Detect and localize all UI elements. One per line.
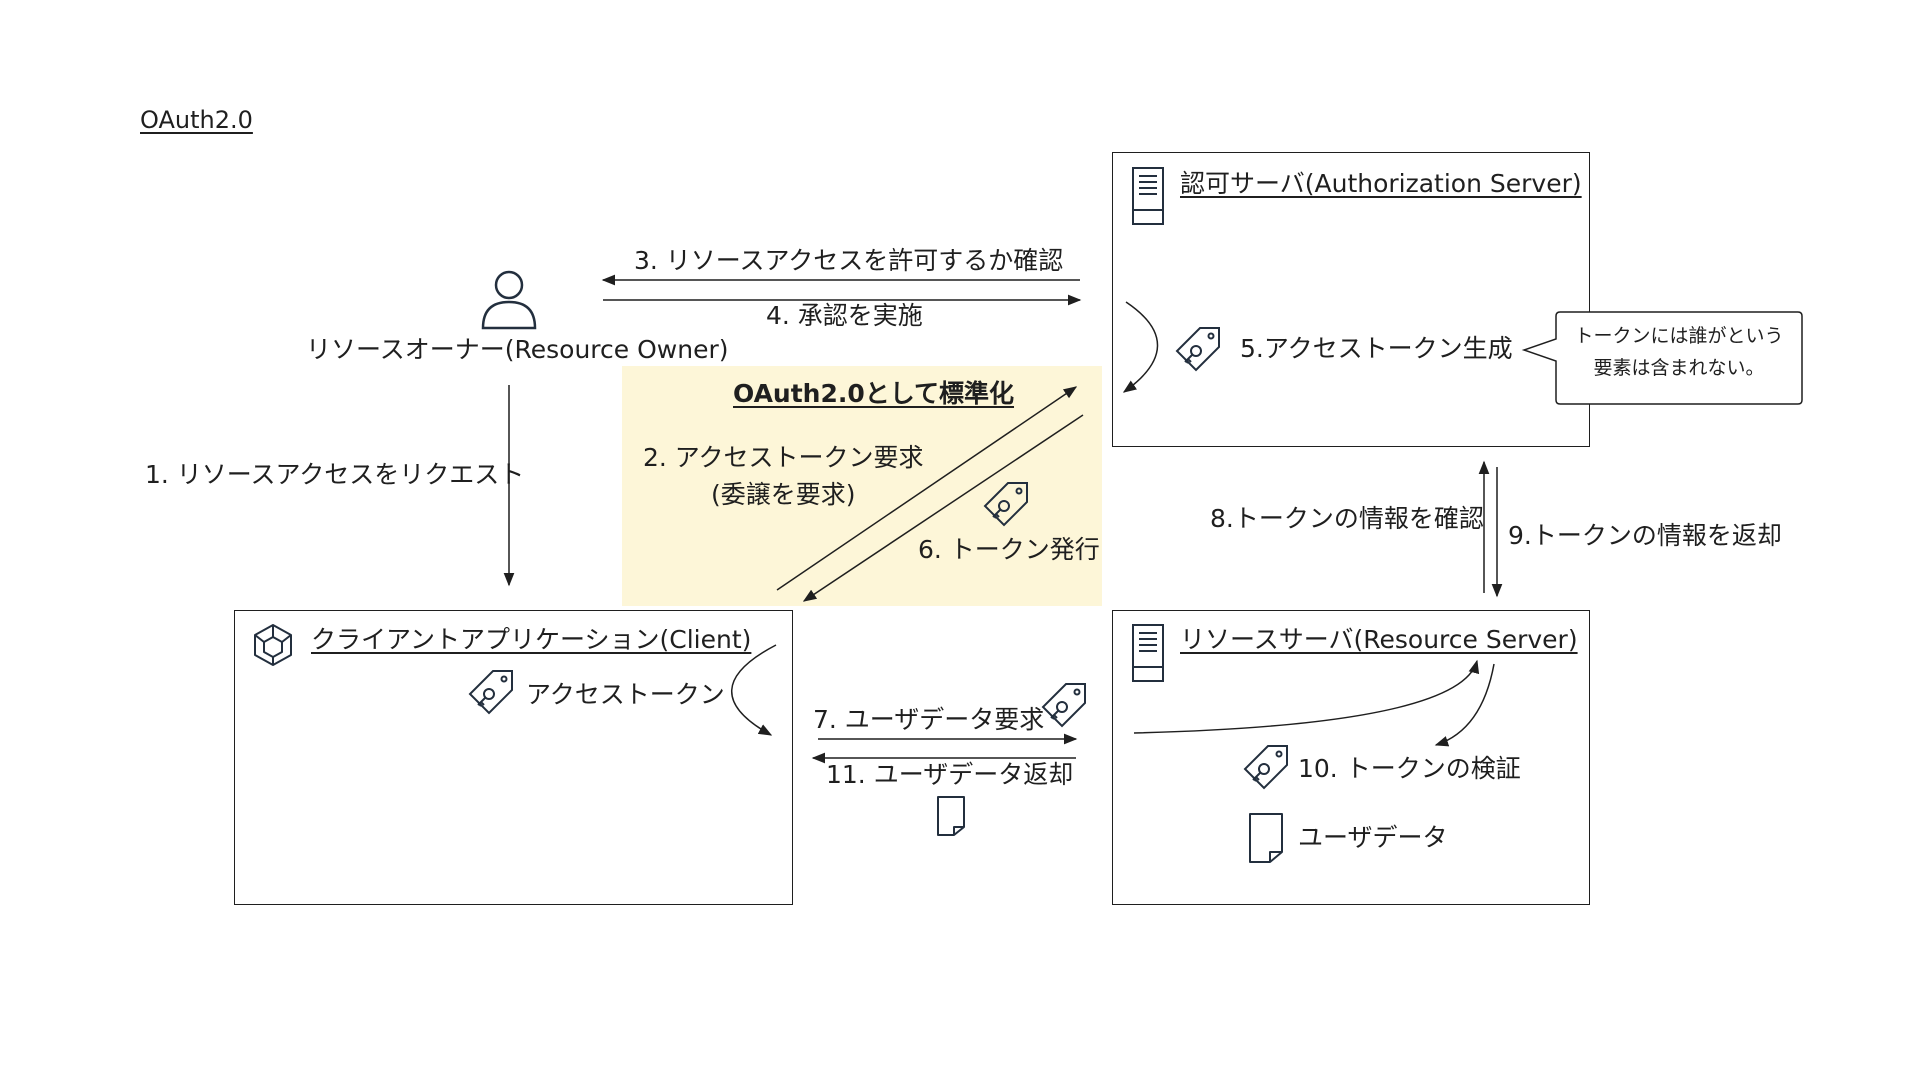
client-box: [234, 610, 793, 905]
step9-label: 9.トークンの情報を返却: [1508, 521, 1782, 550]
step6-label: 6. トークン発行: [918, 535, 1100, 564]
token-verify-label: 10. トークンの検証: [1298, 754, 1521, 783]
step11-label: 11. ユーザデータ返却: [826, 760, 1074, 789]
server-icon: [1132, 624, 1164, 682]
cube-icon: [254, 624, 292, 666]
arrow-client-token: [731, 644, 777, 736]
key-tag-icon: [1041, 683, 1086, 728]
callout-text: トークンには誰がという 要素は含まれない。: [1556, 320, 1802, 384]
key-tag-icon: [468, 670, 513, 715]
resource-server-box: [1112, 610, 1590, 905]
key-tag-icon: [1243, 745, 1288, 790]
arrow-resource-check: [1133, 659, 1480, 734]
document-icon: [937, 796, 965, 836]
key-tag-icon: [983, 482, 1028, 527]
server-icon: [1132, 167, 1164, 225]
arrow-step6: [802, 414, 1084, 602]
arrow-step5: [1122, 301, 1159, 393]
diagram-title: OAuth2.0: [140, 106, 253, 134]
step7-label: 7. ユーザデータ要求: [813, 705, 1045, 734]
authorization-server-box: [1112, 152, 1590, 447]
document-icon: [1249, 813, 1283, 863]
callout-line-1: トークンには誰がという: [1574, 325, 1784, 347]
arrow-step2: [776, 386, 1078, 591]
arrow-step10: [1434, 663, 1495, 747]
user-data-label: ユーザデータ: [1298, 823, 1448, 852]
client-access-token-label: アクセストークン: [526, 680, 725, 709]
oauth-standard-area: [622, 366, 1102, 606]
step1-label: 1. リソースアクセスをリクエスト: [145, 460, 525, 489]
callout-bubble: [1521, 311, 1803, 405]
resource-owner-label: リソースオーナー(Resource Owner): [306, 335, 729, 364]
token-generation-label: 5.アクセストークン生成: [1240, 334, 1513, 363]
step4-label: 4. 承認を実施: [766, 301, 923, 330]
callout-line-2: 要素は含まれない。: [1593, 357, 1765, 379]
client-label: クライアントアプリケーション(Client): [311, 625, 752, 654]
step3-label: 3. リソースアクセスを許可するか確認: [634, 246, 1064, 275]
step2-label: 2. アクセストークン要求: [643, 443, 924, 472]
step8-label: 8.トークンの情報を確認: [1210, 504, 1484, 533]
standard-area-title: OAuth2.0として標準化: [733, 379, 1015, 408]
step2-sublabel: (委譲を要求): [711, 480, 856, 509]
resource-server-label: リソースサーバ(Resource Server): [1180, 625, 1578, 654]
user-icon: [481, 270, 537, 330]
key-tag-icon: [1175, 327, 1220, 372]
authorization-server-label: 認可サーバ(Authorization Server): [1180, 169, 1582, 198]
